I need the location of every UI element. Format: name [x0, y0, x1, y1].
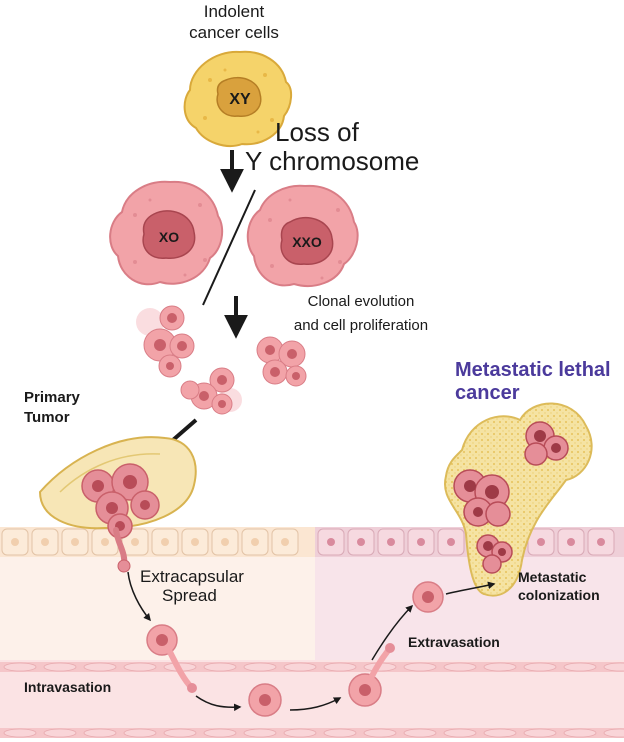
divider-line [202, 189, 256, 306]
extravasation-label: Extravasation [408, 634, 500, 650]
xxo-cell [246, 184, 359, 287]
loss-label-line2: Y chromosome [245, 146, 419, 176]
indolent-label-line1: Indolent [204, 2, 265, 21]
metastatic-title-line2: cancer [455, 382, 520, 404]
clonal-label-line2: and cell proliferation [294, 317, 428, 334]
indolent-label-line2: cancer cells [189, 23, 279, 42]
extracapsular-label-line1: Extracapsular [140, 567, 244, 586]
xy-label: XY [229, 91, 251, 108]
indolent-cell [183, 50, 292, 147]
extracapsular-label-line2: Spread [162, 586, 217, 605]
primary-tumor [38, 436, 197, 573]
clonal-label-line1: Clonal evolution [308, 293, 415, 310]
flow-arrows [127, 571, 496, 712]
loss-label-line1: Loss of [275, 117, 360, 147]
xo-label: XO [159, 229, 179, 245]
colonization-label-line1: Metastatic [518, 569, 587, 585]
cell-cluster-right [256, 336, 307, 387]
bone [443, 402, 593, 597]
primary-label-line1: Primary [24, 389, 81, 406]
migrating-cells [146, 581, 444, 717]
cell-cluster-left [136, 305, 195, 378]
cell-cluster-middle [180, 367, 242, 415]
colonization-label-line2: colonization [518, 587, 600, 603]
blood-vessel [0, 662, 624, 738]
xo-cell [109, 180, 224, 286]
epithelium-left [0, 527, 315, 557]
xxo-label: XXO [292, 234, 322, 250]
intravasation-label: Intravasation [24, 679, 111, 695]
metastatic-title-line1: Metastatic lethal [455, 359, 611, 381]
primary-label-line2: Tumor [24, 409, 70, 426]
